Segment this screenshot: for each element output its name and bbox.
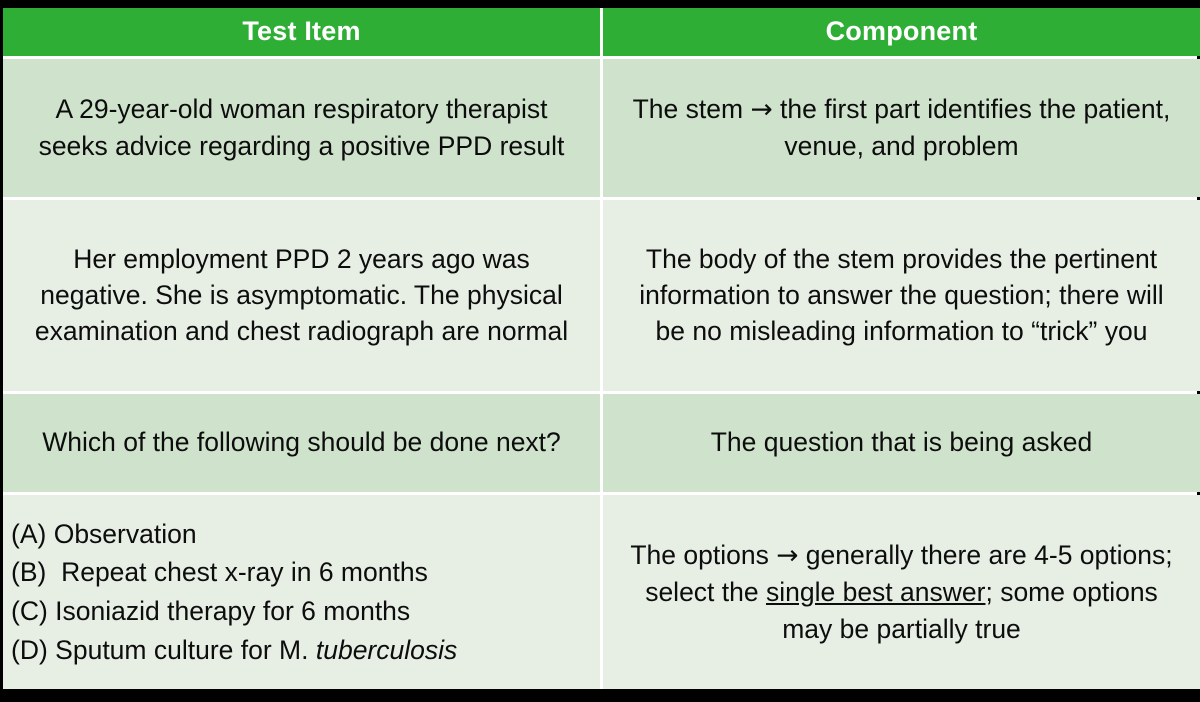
component-options-mid: generally there are 4-5 options; select … bbox=[645, 539, 1173, 608]
option-text-a: Observation bbox=[53, 518, 197, 549]
row-divider bbox=[3, 55, 1197, 59]
option-text-d: Sputum culture for M. bbox=[55, 634, 316, 665]
table-header-row: Test Item Component bbox=[3, 8, 1200, 56]
option-label-d: (D) bbox=[11, 634, 48, 665]
test-item-stem-text: A 29-year-old woman respiratory therapis… bbox=[38, 94, 565, 161]
option-text-d-italic: tuberculosis bbox=[315, 634, 458, 665]
header-cell-component: Component bbox=[603, 8, 1200, 56]
list-item: (C) Isoniazid therapy for 6 months bbox=[11, 592, 590, 631]
component-options-pre: The options bbox=[630, 539, 777, 570]
component-options-post: ; some options may be partially true bbox=[782, 577, 1158, 644]
arrow-right-icon: → bbox=[750, 93, 773, 125]
option-text-c: Isoniazid therapy for 6 months bbox=[55, 595, 411, 626]
list-item: (D) Sputum culture for M. tuberculosis bbox=[11, 631, 590, 670]
header-cell-test-item: Test Item bbox=[3, 8, 600, 56]
test-item-component-table: Test Item Component A 29-year-old woman … bbox=[3, 8, 1200, 689]
cell-test-item-stem: A 29-year-old woman respiratory therapis… bbox=[3, 58, 600, 198]
cell-component-stem: The stem → the first part identifies the… bbox=[603, 58, 1200, 198]
component-question-text: The question that is being asked bbox=[710, 427, 1093, 458]
component-stem-pre: The stem bbox=[632, 93, 751, 124]
option-label-a: (A) bbox=[11, 518, 47, 549]
list-item: (B) Repeat chest x-ray in 6 months bbox=[11, 553, 590, 592]
answer-options-list: (A) Observation (B) Repeat chest x-ray i… bbox=[3, 515, 600, 670]
list-item: (A) Observation bbox=[11, 515, 590, 554]
header-label-test-item: Test Item bbox=[242, 16, 361, 47]
cell-component-body: The body of the stem provides the pertin… bbox=[603, 200, 1200, 391]
option-label-b: (B) bbox=[11, 557, 47, 588]
cell-component-options: The options → generally there are 4-5 op… bbox=[603, 494, 1200, 689]
header-label-component: Component bbox=[825, 16, 978, 47]
cell-test-item-question: Which of the following should be done ne… bbox=[3, 393, 600, 492]
table-row: Which of the following should be done ne… bbox=[3, 393, 1200, 492]
cell-test-item-body: Her employment PPD 2 years ago was negat… bbox=[3, 200, 600, 391]
component-stem-text: The stem → the first part identifies the… bbox=[603, 91, 1200, 165]
component-options-underlined: single best answer bbox=[765, 577, 986, 608]
option-label-c: (C) bbox=[11, 595, 48, 626]
table-row: A 29-year-old woman respiratory therapis… bbox=[3, 58, 1200, 198]
table-row: (A) Observation (B) Repeat chest x-ray i… bbox=[3, 494, 1200, 689]
table-row: Her employment PPD 2 years ago was negat… bbox=[3, 200, 1200, 391]
row-divider bbox=[3, 390, 1197, 394]
arrow-right-icon: → bbox=[776, 539, 799, 571]
test-item-question-text: Which of the following should be done ne… bbox=[42, 427, 561, 458]
component-stem-post: the first part identifies the patient, v… bbox=[772, 93, 1171, 162]
row-divider bbox=[3, 197, 1197, 201]
component-body-text: The body of the stem provides the pertin… bbox=[639, 244, 1164, 347]
option-text-b: Repeat chest x-ray in 6 months bbox=[61, 557, 428, 588]
component-options-text: The options → generally there are 4-5 op… bbox=[603, 537, 1200, 648]
cell-test-item-options: (A) Observation (B) Repeat chest x-ray i… bbox=[3, 494, 600, 689]
cell-component-question: The question that is being asked bbox=[603, 393, 1200, 492]
row-divider bbox=[3, 491, 1197, 495]
test-item-body-text: Her employment PPD 2 years ago was negat… bbox=[34, 244, 569, 347]
